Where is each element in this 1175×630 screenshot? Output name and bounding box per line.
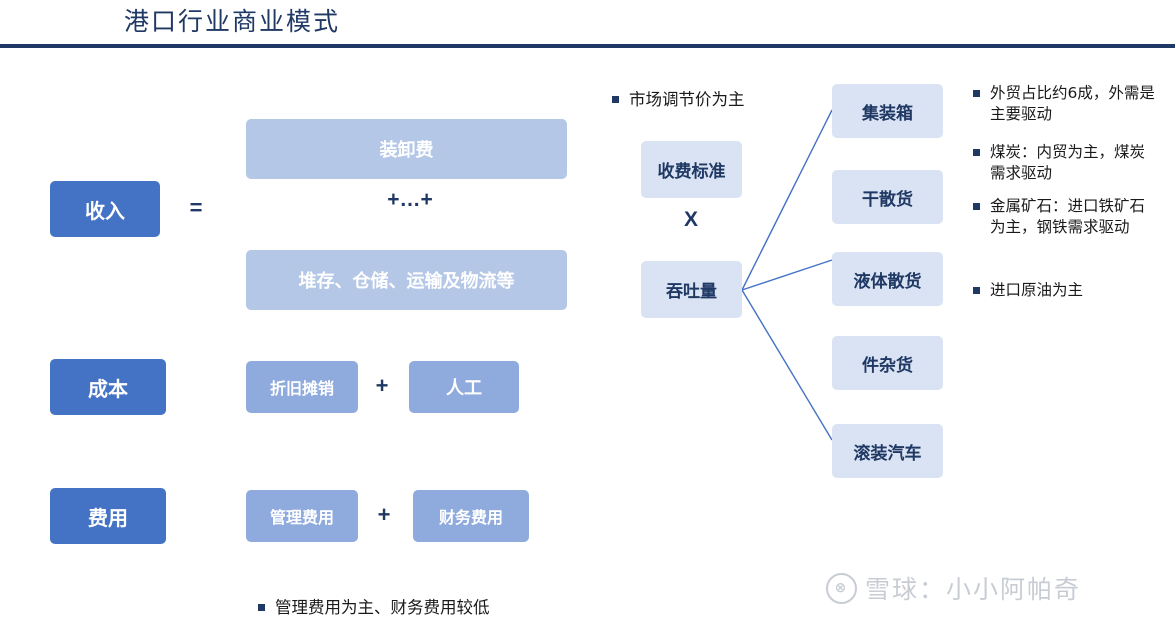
watermark-mark: ⊗ — [834, 580, 849, 596]
price-standard-label: 收费标准 — [657, 162, 726, 181]
right-note-text: 外贸占比约6成，外需是主要驱动 — [990, 84, 1155, 123]
cargo-item-general-cargo: 件杂货 — [832, 336, 943, 390]
right-note-text: 金属矿石：进口铁矿石为主，钢铁需求驱动 — [990, 197, 1146, 236]
revenue-label-box: 收入 — [50, 181, 160, 237]
bullet-square-icon — [258, 604, 265, 611]
cargo-item-label: 件杂货 — [862, 355, 913, 375]
right-note-2: 煤炭：内贸为主，煤炭需求驱动 — [973, 142, 1158, 184]
right-note-text: 煤炭：内贸为主，煤炭需求驱动 — [990, 143, 1146, 182]
plus-sign: + — [377, 502, 391, 527]
revenue-item-label: 堆存、仓储、运输及物流等 — [298, 271, 515, 291]
expense-label: 费用 — [88, 507, 128, 530]
cost-item-labor: 人工 — [409, 361, 519, 413]
expense-item-label: 财务费用 — [438, 510, 503, 527]
revenue-item-label: 装卸费 — [379, 140, 434, 160]
cargo-item-dry-bulk: 干散货 — [832, 170, 943, 224]
cargo-item-label: 滚装汽车 — [853, 443, 922, 463]
revenue-label: 收入 — [85, 200, 125, 223]
plus-sign: + — [375, 373, 389, 398]
cargo-item-roro-vehicles: 滚装汽车 — [832, 424, 943, 478]
expense-item-admin: 管理费用 — [246, 490, 358, 542]
expense-item-label: 管理费用 — [269, 510, 334, 527]
watermark: ⊗ 雪球：小小阿帕奇 — [826, 570, 1081, 606]
middle-note-text: 市场调节价为主 — [629, 90, 745, 109]
revenue-item-storage-logistics: 堆存、仓储、运输及物流等 — [246, 250, 567, 310]
right-note-3: 金属矿石：进口铁矿石为主，钢铁需求驱动 — [973, 196, 1158, 238]
cargo-item-label: 干散货 — [862, 189, 913, 209]
multiply-sign: X — [683, 208, 698, 231]
equals-sign: = — [189, 195, 203, 220]
cost-plus: + — [368, 372, 396, 400]
bullet-square-icon — [973, 90, 980, 97]
title-divider — [0, 44, 1175, 48]
cost-item-label: 人工 — [446, 378, 482, 398]
bullet-square-icon — [973, 149, 980, 156]
middle-note: 市场调节价为主 — [612, 89, 862, 110]
watermark-text: 雪球：小小阿帕奇 — [865, 575, 1082, 604]
watermark-logo-icon: ⊗ — [826, 572, 857, 604]
cargo-item-label: 液体散货 — [853, 271, 922, 291]
bullet-square-icon — [973, 203, 980, 210]
expense-note: 管理费用为主、财务费用较低 — [258, 597, 678, 618]
expense-plus: + — [370, 501, 398, 529]
throughput-box: 吞吐量 — [641, 261, 742, 318]
cargo-item-container: 集装箱 — [832, 84, 943, 138]
expense-label-box: 费用 — [50, 488, 166, 544]
right-note-text: 进口原油为主 — [990, 281, 1084, 299]
right-note-1: 外贸占比约6成，外需是主要驱动 — [973, 83, 1158, 125]
bullet-square-icon — [973, 287, 980, 294]
throughput-label: 吞吐量 — [666, 282, 717, 301]
cargo-item-label: 集装箱 — [862, 103, 913, 123]
multiply-operator: X — [677, 206, 705, 234]
expense-item-finance: 财务费用 — [413, 490, 529, 542]
page-title: 港口行业商业模式 — [124, 7, 341, 36]
cost-item-depreciation: 折旧摊销 — [246, 361, 358, 413]
plus-dots-sign: +…+ — [387, 188, 433, 211]
expense-note-text: 管理费用为主、财务费用较低 — [275, 598, 490, 617]
cost-item-label: 折旧摊销 — [269, 381, 334, 398]
revenue-equals: = — [182, 194, 210, 222]
revenue-plus-dots: +…+ — [380, 186, 440, 214]
bullet-square-icon — [612, 96, 619, 103]
price-standard-box: 收费标准 — [641, 141, 742, 198]
cost-label-box: 成本 — [50, 359, 166, 415]
revenue-item-handling-fee: 装卸费 — [246, 119, 567, 179]
cargo-item-liquid-bulk: 液体散货 — [832, 252, 943, 306]
cost-label: 成本 — [88, 378, 128, 401]
right-note-4: 进口原油为主 — [973, 280, 1158, 301]
